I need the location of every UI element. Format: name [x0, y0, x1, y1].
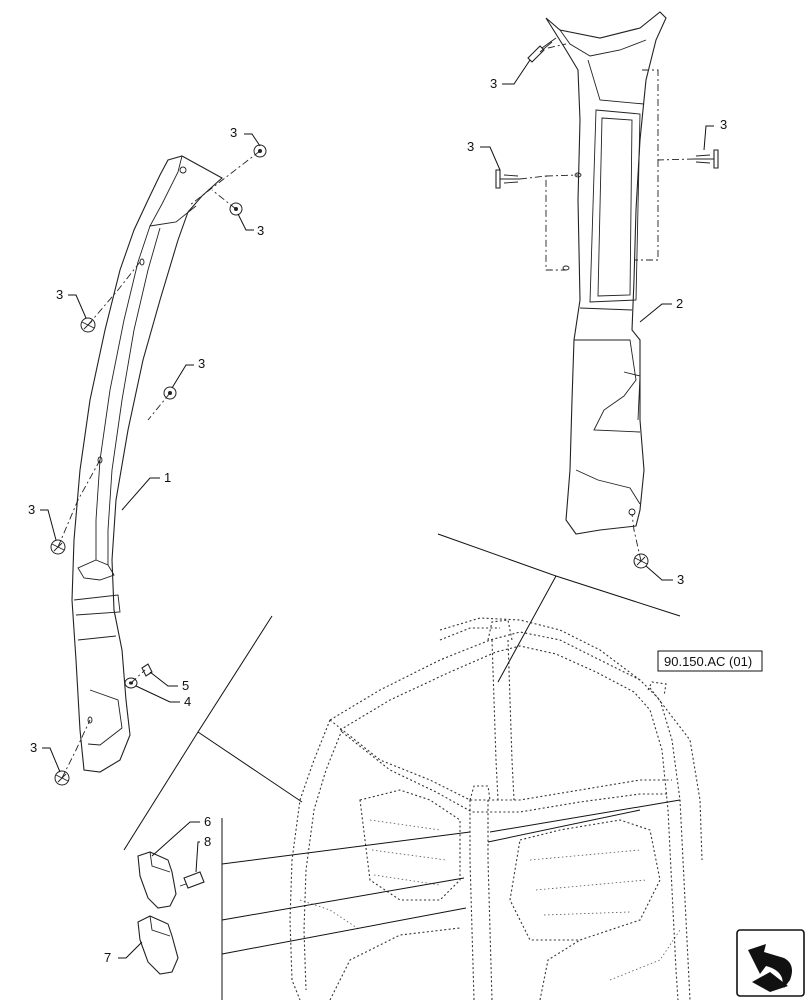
callout-7: 7: [104, 950, 111, 965]
part-1-left-pillar-trim[interactable]: [71, 155, 223, 773]
callout-3: 3: [490, 76, 497, 91]
callout-5: 5: [182, 678, 189, 693]
part-5-screw[interactable]: [141, 663, 153, 677]
reference-link[interactable]: 90.150.AC (01): [657, 650, 763, 672]
reference-label: 90.150.AC (01): [664, 654, 752, 669]
part-6-cover[interactable]: [137, 851, 177, 909]
callout-3: 3: [56, 287, 63, 302]
callout-8: 8: [204, 834, 211, 849]
callout-3: 3: [677, 572, 684, 587]
callout-6: 6: [204, 814, 211, 829]
part-7-cover[interactable]: [137, 915, 179, 975]
cab-frame: [289, 617, 703, 1000]
fastener-push-pin[interactable]: [527, 37, 557, 63]
callout-3: 3: [257, 223, 264, 238]
callout-3: 3: [467, 139, 474, 154]
fastener-push-pin[interactable]: [694, 149, 719, 169]
callout-3: 3: [30, 740, 37, 755]
part-2-right-pillar-trim[interactable]: [545, 11, 667, 535]
callout-2: 2: [676, 296, 683, 311]
fastener-push-pin[interactable]: [495, 169, 520, 189]
part-8-bolt[interactable]: [179, 871, 205, 889]
navigation-arrow-icon[interactable]: [736, 929, 805, 997]
callout-3: 3: [28, 502, 35, 517]
callout-3: 3: [720, 117, 727, 132]
callout-1: 1: [164, 470, 171, 485]
callout-4: 4: [184, 694, 191, 709]
callout-3: 3: [198, 356, 205, 371]
callout-3: 3: [230, 125, 237, 140]
